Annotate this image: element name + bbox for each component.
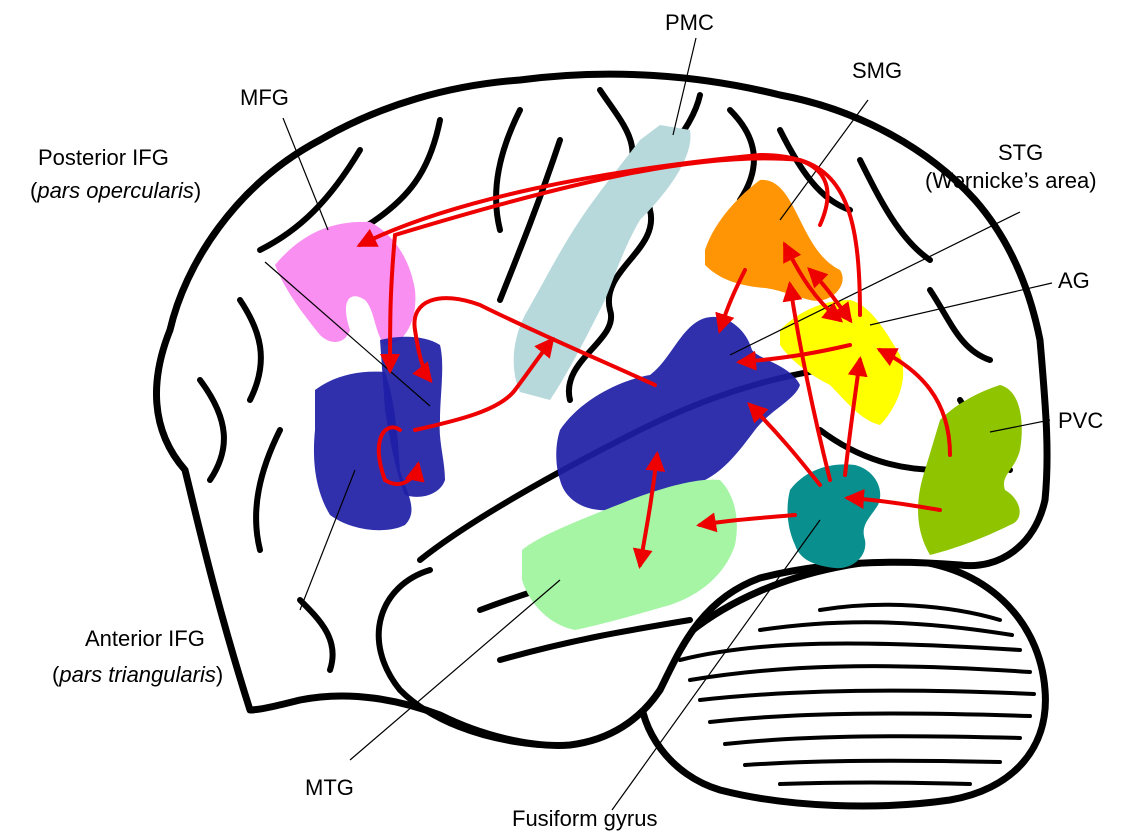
label-posterior-ifg: Posterior IFG [38, 145, 169, 170]
label-fusiform: Fusiform gyrus [512, 806, 657, 831]
label-posterior-ifg-sub: (pars opercularis) [30, 178, 201, 203]
label-pvc: PVC [1058, 408, 1103, 433]
label-smg: SMG [852, 58, 902, 83]
label-stg: STG [998, 140, 1043, 165]
label-ag: AG [1058, 268, 1090, 293]
label-posterior-ifg-name: Posterior IFG [38, 145, 169, 170]
label-mtg: MTG [305, 775, 354, 800]
label-mfg: MFG [240, 85, 289, 110]
label-stg-sub: (Wernicke’s area) [925, 168, 1097, 193]
label-anterior-ifg-sub: (pars triangularis) [52, 662, 223, 687]
label-pmc: PMC [665, 10, 714, 35]
label-anterior-ifg: Anterior IFG [85, 626, 205, 651]
label-anterior-ifg-sub-text: pars triangularis [58, 662, 216, 687]
label-posterior-ifg-sub-text: pars opercularis [36, 178, 194, 203]
